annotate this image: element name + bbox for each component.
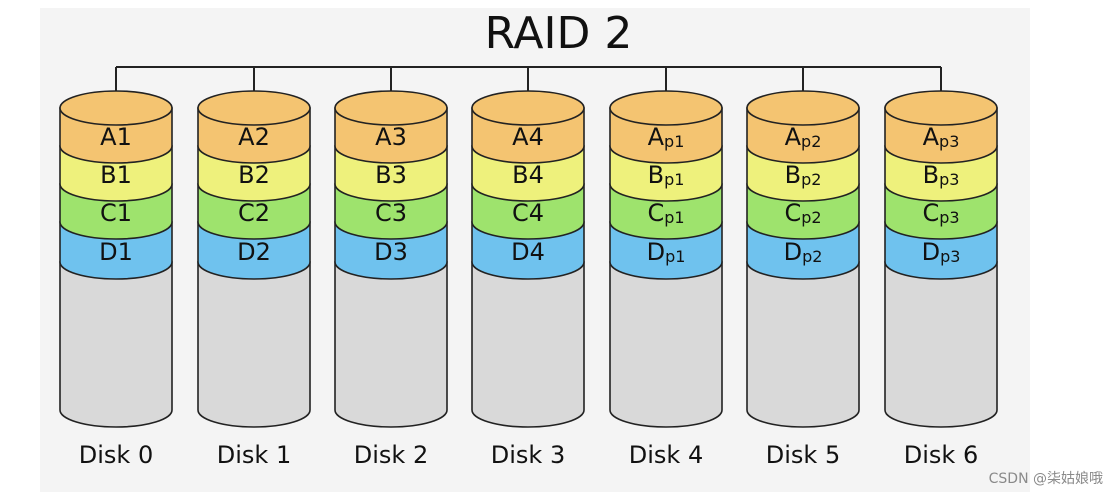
disk-5: Dp2 Cp2 Bp2 Ap2 <box>746 90 860 428</box>
disk-3: D4 C4 B4 A4 <box>471 90 585 428</box>
disk-body <box>884 261 998 428</box>
block-a: A3 <box>334 90 448 164</box>
disk-6: Dp3 Cp3 Bp3 Ap3 <box>884 90 998 428</box>
block-label: D4 <box>511 238 545 266</box>
block-a: A2 <box>197 90 311 164</box>
block-label: A2 <box>238 123 270 151</box>
watermark: CSDN @柒姑娘哦 <box>988 471 1103 487</box>
disk-body <box>59 261 173 428</box>
disk-label: Disk 3 <box>490 441 566 469</box>
disk-body <box>197 261 311 428</box>
block-label: Dp1 <box>647 238 686 266</box>
block-a: Ap3 <box>884 90 998 164</box>
block-label: C2 <box>238 199 270 227</box>
block-a: Ap1 <box>609 90 723 164</box>
block-label: Bp1 <box>648 161 685 189</box>
block-a: A4 <box>471 90 585 164</box>
disk-0: D1 C1 B1 A1 <box>59 90 173 428</box>
block-label: A4 <box>512 123 544 151</box>
block-label: Bp3 <box>923 161 960 189</box>
block-label: D2 <box>237 238 271 266</box>
disk-label: Disk 6 <box>903 441 979 469</box>
disk-top <box>746 90 860 126</box>
disk-label: Disk 4 <box>628 441 704 469</box>
block-label: Ap1 <box>648 123 685 151</box>
block-label: Cp2 <box>784 199 821 227</box>
block-label: C3 <box>375 199 407 227</box>
disk-body <box>609 261 723 428</box>
block-label: B4 <box>512 161 544 189</box>
block-label: Cp3 <box>922 199 959 227</box>
disk-1: D2 C2 B2 A2 <box>197 90 311 428</box>
disk-top <box>334 90 448 126</box>
disk-body <box>334 261 448 428</box>
block-label: C4 <box>512 199 544 227</box>
block-label: D1 <box>99 238 133 266</box>
disk-top <box>471 90 585 126</box>
disk-2: D3 C3 B3 A3 <box>334 90 448 428</box>
block-label: Ap2 <box>785 123 822 151</box>
block-label: Cp1 <box>647 199 684 227</box>
disk-label: Disk 1 <box>216 441 292 469</box>
block-label: B2 <box>238 161 270 189</box>
block-label: D3 <box>374 238 408 266</box>
disk-top <box>609 90 723 126</box>
block-label: Bp2 <box>785 161 822 189</box>
block-label: Dp2 <box>784 238 823 266</box>
disk-top <box>884 90 998 126</box>
block-label: B3 <box>375 161 407 189</box>
disk-label: Disk 0 <box>78 441 154 469</box>
block-label: Ap3 <box>923 123 960 151</box>
diagram-title: RAID 2 <box>484 8 633 59</box>
disk-4: Dp1 Cp1 Bp1 Ap1 <box>609 90 723 428</box>
disk-label: Disk 2 <box>353 441 429 469</box>
disk-top <box>59 90 173 126</box>
block-a: Ap2 <box>746 90 860 164</box>
disk-body <box>746 261 860 428</box>
block-label: A1 <box>100 123 132 151</box>
block-label: Dp3 <box>922 238 961 266</box>
disk-top <box>197 90 311 126</box>
block-a: A1 <box>59 90 173 164</box>
block-label: A3 <box>375 123 407 151</box>
disk-label: Disk 5 <box>765 441 841 469</box>
block-label: B1 <box>100 161 132 189</box>
block-label: C1 <box>100 199 132 227</box>
disk-body <box>471 261 585 428</box>
